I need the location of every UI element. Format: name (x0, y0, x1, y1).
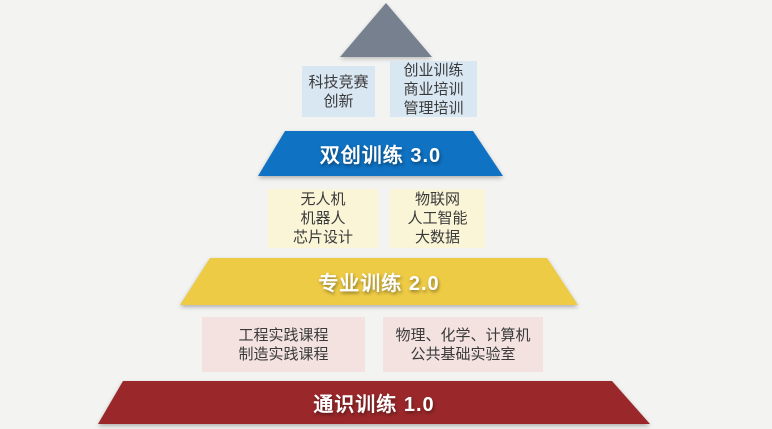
level-1-0-band-shape: 通识训练 1.0 (98, 381, 650, 424)
apex-triangle (340, 3, 432, 57)
level-2-0-left-box-text: 无人机 机器人 芯片设计 (292, 191, 353, 246)
level-3-0-band-shape: 双创训练 3.0 (258, 131, 503, 176)
level-2-0-band-label: 专业训练 2.0 (318, 273, 440, 295)
level-2-0-right-box-text: 物联网 人工智能 大数据 (407, 191, 468, 246)
level-1-0-band: 通识训练 1.0 (98, 381, 650, 424)
level-1-0-band-label: 通识训练 1.0 (313, 394, 435, 416)
level-1-0-left-box: 工程实践课程 制造实践课程 (202, 317, 365, 372)
level-2-0-band: 专业训练 2.0 (180, 258, 578, 305)
level-3-0-left-box: 科技竞赛 创新 (302, 66, 375, 117)
level-3-0-band: 双创训练 3.0 (258, 131, 503, 176)
level-3-0-left-box-text: 科技竞赛 创新 (308, 73, 369, 110)
apex-triangle-shape (340, 3, 432, 57)
level-3-0-right-box: 创业训练 商业培训 管理培训 (390, 61, 477, 117)
level-3-0-band-label: 双创训练 3.0 (319, 145, 442, 167)
level-2-0-right-box: 物联网 人工智能 大数据 (390, 189, 485, 248)
level-2-0-left-box: 无人机 机器人 芯片设计 (268, 189, 378, 248)
level-1-0-left-box-text: 工程实践课程 制造实践课程 (238, 326, 329, 363)
level-2-0-band-shape: 专业训练 2.0 (180, 258, 578, 305)
level-1-0-right-box: 物理、化学、计算机 公共基础实验室 (383, 317, 543, 372)
level-3-0-right-box-text: 创业训练 商业培训 管理培训 (403, 61, 464, 117)
level-1-0-right-box-text: 物理、化学、计算机 公共基础实验室 (395, 326, 531, 363)
